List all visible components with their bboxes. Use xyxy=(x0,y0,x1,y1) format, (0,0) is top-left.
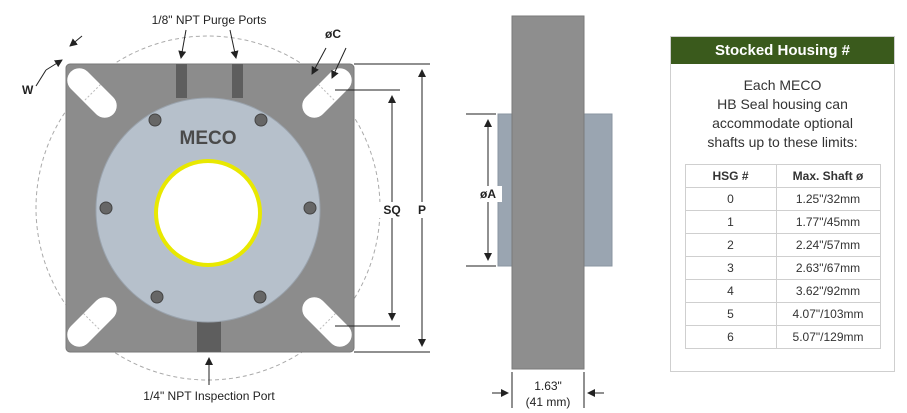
shaft-cell: 1.77"/45mm xyxy=(775,210,881,234)
a-label: øA xyxy=(480,187,496,201)
purge-leader-left xyxy=(178,29,187,59)
hsg-cell: 5 xyxy=(684,302,777,326)
c-leader-a xyxy=(311,47,327,75)
inspection-port-label: 1/4" NPT Inspection Port xyxy=(143,389,275,403)
table-header-row: HSG # Max. Shaft ø xyxy=(684,164,881,188)
w-arrow-a xyxy=(45,59,63,71)
panel-description: Each MECO HB Seal housing can accommodat… xyxy=(679,76,886,152)
shaft-cell: 2.24"/57mm xyxy=(775,233,881,257)
header-hsg: HSG # xyxy=(684,164,777,188)
w-label: W xyxy=(22,83,34,97)
description-line: Each MECO xyxy=(743,77,822,93)
corner-slot-br xyxy=(302,297,352,347)
purge-leader-right xyxy=(229,29,239,59)
shaft-cell: 3.62"/92mm xyxy=(775,279,881,303)
stocked-housing-panel: Stocked Housing # Each MECO HB Seal hous… xyxy=(670,36,895,372)
hsg-cell: 6 xyxy=(684,325,777,349)
side-plate xyxy=(511,15,585,370)
hsg-cell: 3 xyxy=(684,256,777,280)
w-arrow-b xyxy=(69,35,83,47)
shaft-cell: 2.63"/67mm xyxy=(775,256,881,280)
corner-slot-tr xyxy=(302,68,352,118)
width-label-in: 1.63" xyxy=(534,379,562,393)
hsg-cell: 0 xyxy=(684,187,777,211)
w-leader xyxy=(35,69,47,87)
hsg-cell: 4 xyxy=(684,279,777,303)
shaft-cell: 4.07"/103mm xyxy=(775,302,881,326)
shaft-cell: 5.07"/129mm xyxy=(775,325,881,349)
corner-slot-tl xyxy=(67,68,117,118)
header-max-shaft: Max. Shaft ø xyxy=(775,164,881,188)
description-line: HB Seal housing can xyxy=(717,96,848,112)
c-leader-b xyxy=(331,47,347,79)
inspection-port xyxy=(197,320,221,352)
corner-slot-bl xyxy=(67,297,117,347)
description-line: accommodate optional xyxy=(712,115,853,131)
purge-port-left xyxy=(176,64,187,98)
c-label: øC xyxy=(325,27,341,41)
panel-title: Stocked Housing # xyxy=(671,37,894,64)
meco-logo: MECO xyxy=(180,128,237,149)
description-line: shafts up to these limits: xyxy=(707,134,858,150)
face-bolts xyxy=(99,113,317,304)
housing-drawing: MECO 1/8" NPT Purge Ports 1/4" NPT Inspe… xyxy=(22,13,613,409)
hsg-cell: 1 xyxy=(684,210,777,234)
shaft-cell: 1.25"/32mm xyxy=(775,187,881,211)
p-label: P xyxy=(418,203,426,217)
width-label-mm: (41 mm) xyxy=(526,395,571,409)
purge-port-right xyxy=(232,64,243,98)
sq-label: SQ xyxy=(383,203,400,217)
purge-ports-label: 1/8" NPT Purge Ports xyxy=(152,13,267,27)
hsg-cell: 2 xyxy=(684,233,777,257)
shaft-bore xyxy=(154,159,262,267)
